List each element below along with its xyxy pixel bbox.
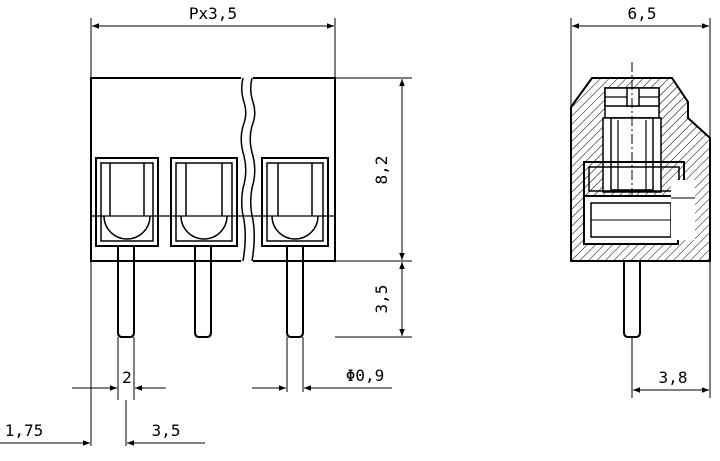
pin-1 [117,246,135,338]
terminal-2 [170,157,238,247]
break-line-right [249,77,256,262]
front-dimensions: Px3,5 8,2 3,5 2 Φ0,9 1,75 3,5 [0,4,412,446]
dim-body-height: 8,2 [372,156,391,185]
terminal-3 [261,157,329,247]
side-pin [623,261,641,338]
dim-pin-length: 3,5 [372,285,391,314]
pins [117,246,304,338]
pin-3 [286,246,304,338]
clamp [583,161,685,245]
dim-side-width: 6,5 [628,4,657,23]
dim-pitch-total: Px3,5 [189,4,237,23]
front-view [90,74,336,338]
dim-pin-offset: 3,8 [659,368,688,387]
terminal-1 [95,157,159,247]
dim-pitch: 3,5 [152,421,181,440]
side-view [570,62,711,338]
side-dimensions: 6,5 3,8 [570,4,711,398]
break-line-left [240,77,247,262]
screw [604,62,660,244]
dim-edge-offset: 1,75 [5,421,44,440]
body-outline [90,77,336,262]
pin-2 [194,246,212,338]
dim-pin-diameter: Φ0,9 [346,366,385,385]
dim-pin-spacing: 2 [122,368,132,387]
